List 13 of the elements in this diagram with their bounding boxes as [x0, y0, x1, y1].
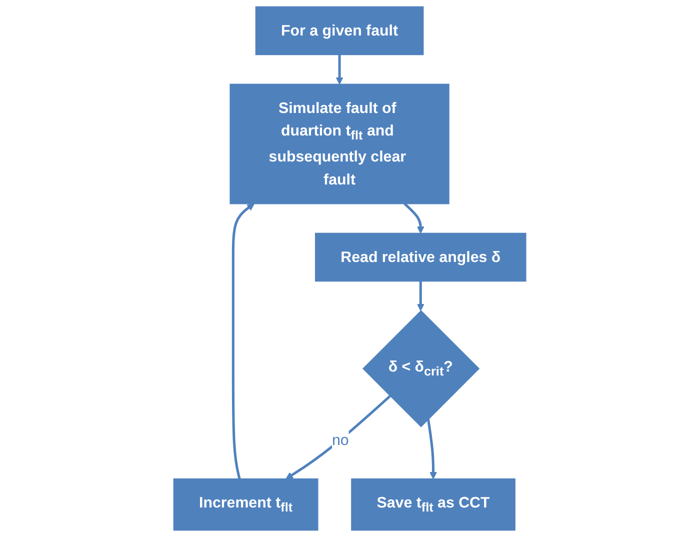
- arrow: [336, 54, 343, 84]
- node-box: For a given fault: [255, 6, 424, 56]
- edge-label: no: [332, 432, 349, 449]
- arrow: [403, 202, 424, 234]
- node-box: Simulate fault of duartion t$_{flt}$ and subsequently clear fault: [229, 84, 450, 204]
- arrow: [426, 418, 437, 480]
- node-box: Save t$_{flt}$ as CCT: [350, 478, 516, 531]
- arrow: [285, 395, 391, 480]
- arrow: [416, 281, 424, 311]
- arrow: [232, 203, 254, 480]
- node-box: Read relative angles δ: [314, 232, 526, 282]
- node-diamond: δ < δ$_{crit}$?: [362, 310, 480, 428]
- node-box: Increment t$_{flt}$: [173, 478, 318, 531]
